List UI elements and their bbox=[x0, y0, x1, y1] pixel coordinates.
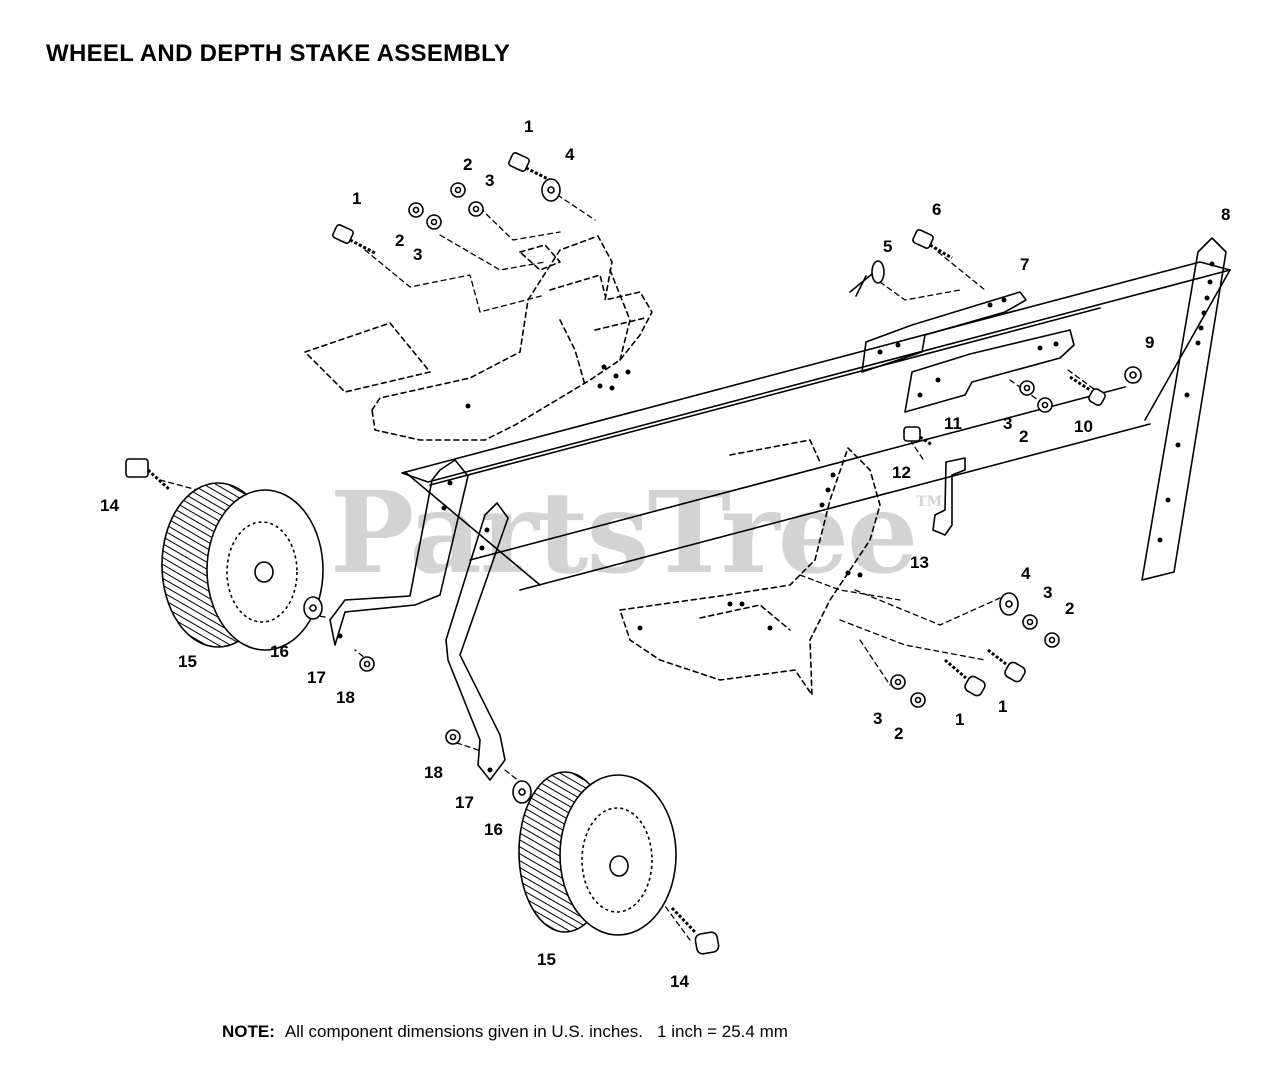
nut-3-mid bbox=[1019, 380, 1035, 396]
dimension-note: NOTE: All component dimensions given in U… bbox=[222, 1022, 788, 1042]
lockwasher-2-mid bbox=[1037, 397, 1053, 413]
watermark-trademark: TM bbox=[916, 494, 943, 510]
lower-hitch-bracket bbox=[619, 439, 881, 696]
callout-4: 4 bbox=[1021, 564, 1031, 583]
lockwasher-2-left bbox=[408, 202, 424, 218]
callout-14: 14 bbox=[100, 496, 119, 515]
lockwasher-2-lower-right bbox=[1044, 632, 1060, 648]
callout-7: 7 bbox=[1020, 255, 1029, 274]
nut-18-left bbox=[359, 656, 375, 672]
wheel-left bbox=[161, 482, 324, 651]
note-text: All component dimensions given in U.S. i… bbox=[284, 1022, 644, 1041]
callout-15: 15 bbox=[178, 652, 197, 671]
washer-16-right bbox=[512, 780, 532, 804]
bolt-1-lower-b bbox=[987, 648, 1026, 683]
callout-3: 3 bbox=[1043, 583, 1052, 602]
watermark-text: PartsTree bbox=[330, 468, 918, 599]
callout-18: 18 bbox=[424, 763, 443, 782]
callouts: 1 1 1 1 2 2 2 2 2 3 3 3 3 3 4 4 5 6 7 8 … bbox=[100, 117, 1230, 991]
nut-9 bbox=[1124, 366, 1142, 384]
callout-2: 2 bbox=[395, 231, 404, 250]
bolt-1-lower-a bbox=[944, 658, 986, 697]
callout-16: 16 bbox=[270, 642, 289, 661]
bolt-14-right bbox=[670, 906, 720, 955]
callout-2: 2 bbox=[1065, 599, 1074, 618]
callout-14: 14 bbox=[670, 972, 689, 991]
callout-6: 6 bbox=[932, 200, 941, 219]
nut-18-right bbox=[445, 729, 461, 745]
wheel-support-bar-left bbox=[329, 459, 469, 646]
callout-5: 5 bbox=[883, 237, 892, 256]
callout-3: 3 bbox=[413, 245, 422, 264]
washer-16-left bbox=[303, 596, 323, 620]
callout-1: 1 bbox=[524, 117, 533, 136]
frame-rails bbox=[401, 261, 1231, 591]
callout-1: 1 bbox=[998, 697, 1007, 716]
callout-15: 15 bbox=[537, 950, 556, 969]
hardware-washers-nuts bbox=[303, 178, 1142, 804]
note-label: NOTE: bbox=[222, 1022, 275, 1041]
wheel-right bbox=[518, 771, 677, 936]
callout-2: 2 bbox=[1019, 427, 1028, 446]
callout-10: 10 bbox=[1074, 417, 1093, 436]
bolt-10 bbox=[1069, 375, 1106, 406]
nut-3-left bbox=[426, 214, 442, 230]
hardware-bolts bbox=[125, 152, 1106, 955]
washer-4-top bbox=[541, 178, 561, 202]
lockwasher-2-lower-left bbox=[910, 692, 926, 708]
callout-3: 3 bbox=[485, 171, 494, 190]
callout-8: 8 bbox=[1221, 205, 1230, 224]
callout-16: 16 bbox=[484, 820, 503, 839]
watermark: PartsTreeTM bbox=[330, 468, 942, 599]
callout-2: 2 bbox=[894, 724, 903, 743]
callout-1: 1 bbox=[352, 189, 361, 208]
spring-pin bbox=[849, 260, 885, 297]
bolt-14-left bbox=[125, 458, 172, 492]
washer-4-lower bbox=[999, 592, 1019, 616]
upper-hitch-bracket bbox=[304, 235, 653, 441]
nut-3-top bbox=[468, 201, 484, 217]
stake-bracket-lower bbox=[904, 329, 1075, 413]
clip-pin bbox=[932, 457, 966, 536]
callout-18: 18 bbox=[336, 688, 355, 707]
stake-bracket-upper bbox=[861, 291, 1027, 373]
unit-conversion: 1 inch = 25.4 mm bbox=[657, 1022, 788, 1041]
callout-13: 13 bbox=[910, 553, 929, 572]
callout-9: 9 bbox=[1145, 333, 1154, 352]
nut-3-lower-left bbox=[890, 674, 906, 690]
lockwasher-2-top bbox=[450, 182, 466, 198]
callout-11: 11 bbox=[944, 414, 962, 433]
nut-3-lower-right bbox=[1022, 614, 1038, 630]
callout-17: 17 bbox=[307, 668, 326, 687]
wheel-support-bar-right bbox=[445, 502, 509, 781]
callout-4: 4 bbox=[565, 145, 575, 164]
callout-3: 3 bbox=[873, 709, 882, 728]
bolt-1-left bbox=[332, 224, 376, 255]
mounting-holes bbox=[337, 261, 1215, 773]
bolt-12 bbox=[903, 426, 933, 447]
callout-17: 17 bbox=[455, 793, 474, 812]
callout-3: 3 bbox=[1003, 414, 1012, 433]
page-title: WHEEL AND DEPTH STAKE ASSEMBLY bbox=[46, 40, 511, 67]
bolt-6 bbox=[912, 229, 953, 260]
bolt-1-top bbox=[508, 152, 551, 182]
callout-1: 1 bbox=[955, 710, 964, 729]
callout-12: 12 bbox=[892, 463, 911, 482]
callout-2: 2 bbox=[463, 155, 472, 174]
depth-stake bbox=[1141, 237, 1227, 581]
